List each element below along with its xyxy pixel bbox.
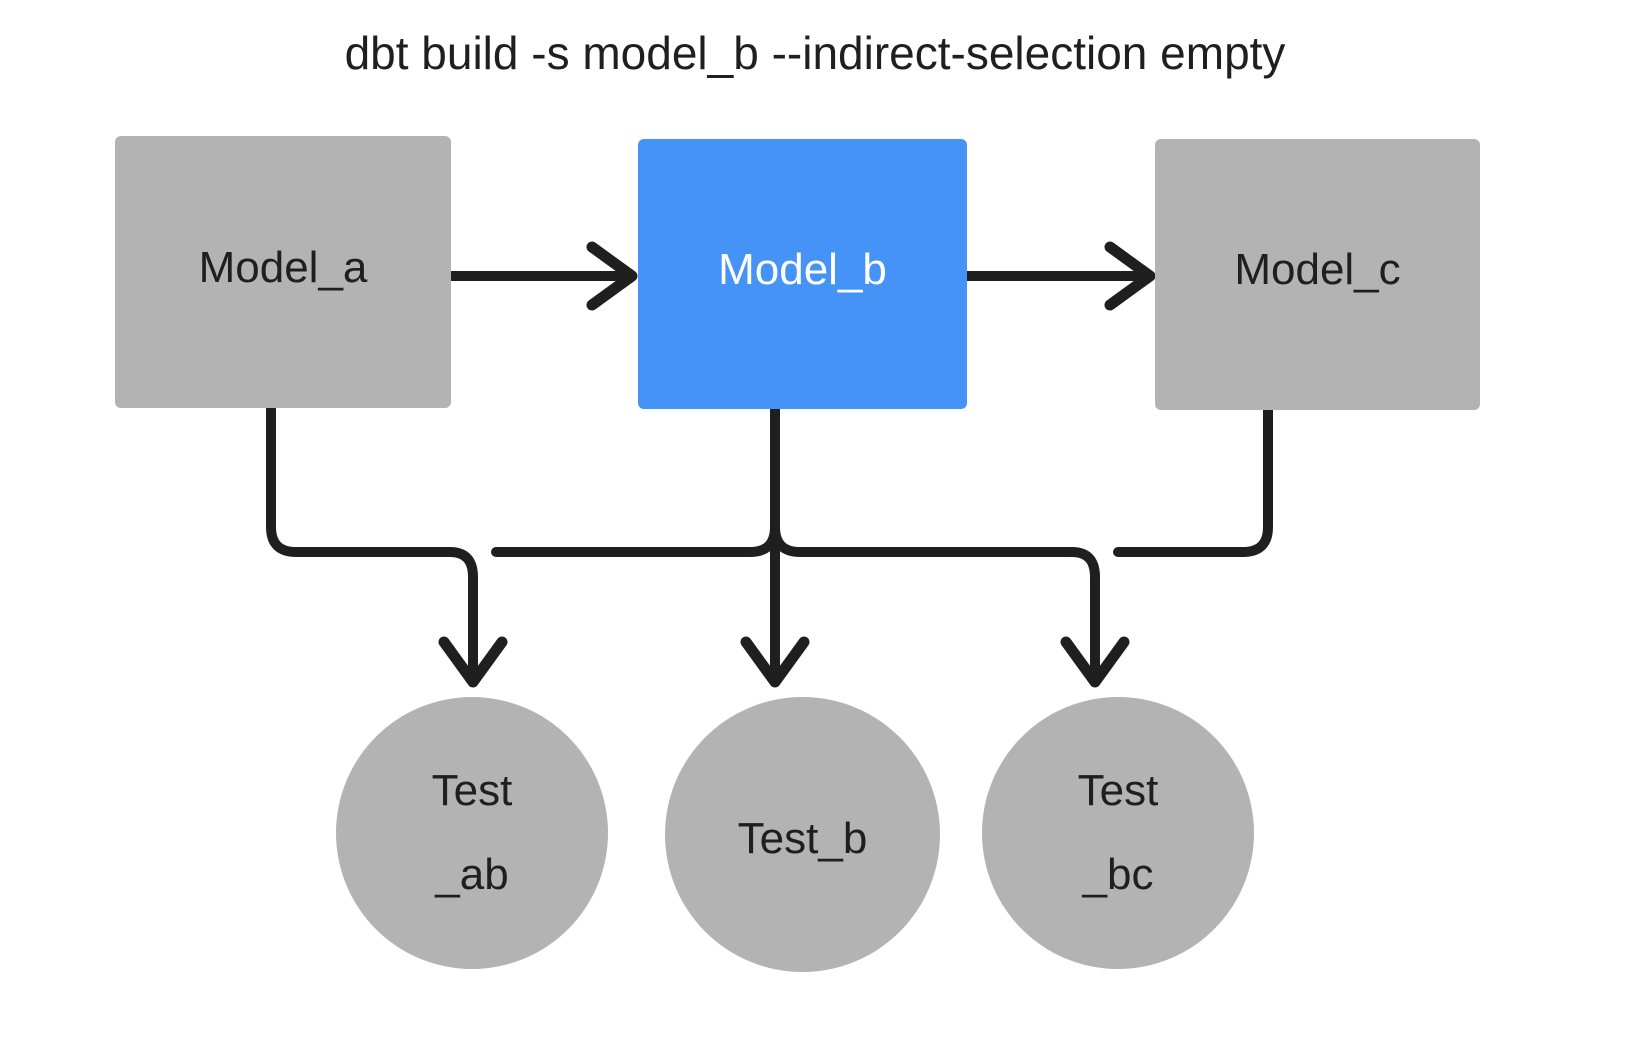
node-test-b[interactable]: Test_b	[665, 697, 940, 972]
edge-model-b-to-test-ab	[491, 403, 780, 557]
node-test-ab-label: Test _ab	[431, 766, 513, 899]
node-test-ab[interactable]: Test _ab	[336, 697, 608, 969]
node-model-b[interactable]: Model_b	[638, 139, 967, 409]
edge-model-a-to-test-ab	[266, 395, 455, 557]
node-test-b-label: Test_b	[737, 813, 868, 863]
node-test-bc[interactable]: Test _bc	[982, 697, 1254, 969]
edge-bus-drop-test-bc	[1060, 547, 1130, 688]
node-model-a[interactable]: Model_a	[115, 136, 451, 408]
edge-bus-drop-test-ab	[438, 547, 508, 688]
node-model-c-label: Model_c	[1234, 245, 1401, 295]
edge-model-a-to-model-b	[427, 241, 638, 311]
edge-model-b-to-test-bc	[770, 403, 1077, 557]
node-test-bc-label: Test _bc	[1077, 766, 1159, 899]
diagram-title: dbt build -s model_b --indirect-selectio…	[344, 27, 1286, 79]
node-model-b-label: Model_b	[718, 244, 887, 294]
edge-model-c-to-test-bc	[1113, 405, 1273, 557]
node-model-c[interactable]: Model_c	[1155, 139, 1480, 410]
edge-model-b-to-model-c	[953, 241, 1156, 311]
node-model-a-label: Model_a	[198, 242, 368, 292]
